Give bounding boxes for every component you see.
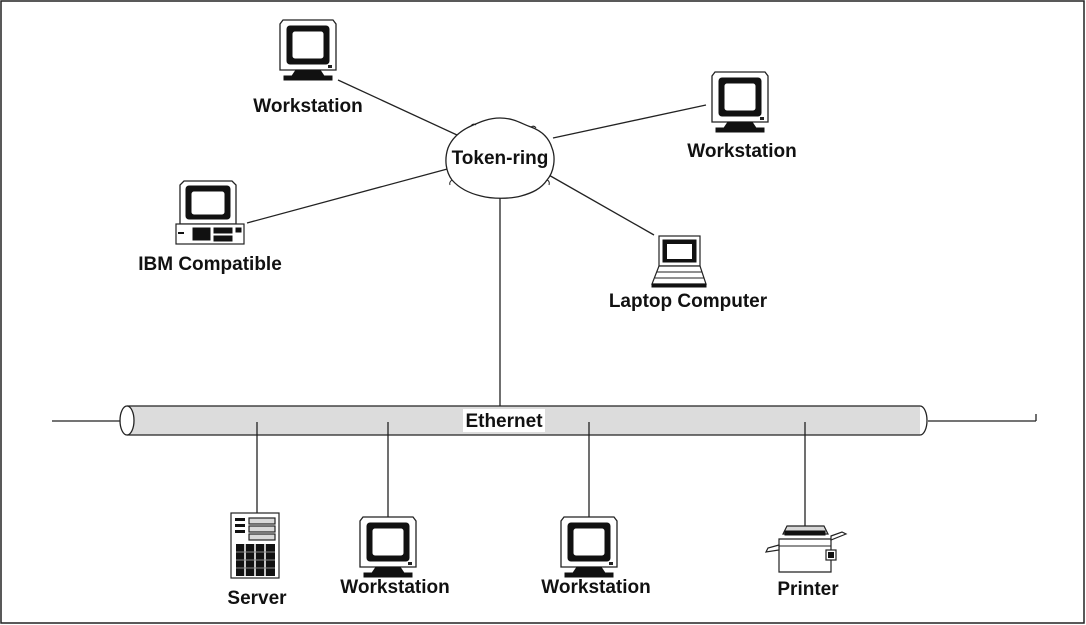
bus-node-server: Server — [227, 512, 287, 609]
node-label: Printer — [777, 579, 839, 600]
desktop-pc-icon — [175, 180, 245, 245]
ring-node-ibm-compatible: IBM Compatible — [138, 180, 282, 275]
node-label: Workstation — [541, 577, 650, 598]
link-ring-laptop — [539, 169, 655, 236]
monitor-icon — [279, 19, 337, 81]
bus-node-workstation-2: Workstation — [541, 516, 651, 598]
link-ring-ibm-compatible — [246, 167, 452, 224]
ring-node-workstation-top-left: Workstation — [253, 19, 363, 117]
node-label: Workstation — [253, 96, 362, 117]
monitor-icon — [359, 516, 417, 578]
monitor-icon — [560, 516, 618, 578]
bus-node-workstation-1: Workstation — [340, 516, 450, 598]
laptop-icon — [651, 235, 707, 288]
node-label: IBM Compatible — [138, 254, 282, 275]
bus-node-printer: Printer — [764, 525, 848, 600]
node-label: Workstation — [687, 141, 796, 162]
ring-node-laptop: Laptop Computer — [609, 235, 768, 312]
link-ring-workstation-top-right — [552, 104, 707, 139]
token-ring-hub: Token-ring — [445, 117, 555, 199]
node-label: Server — [227, 588, 287, 609]
monitor-icon — [711, 71, 769, 133]
printer-icon — [764, 525, 848, 573]
link-ring-workstation-top-left — [337, 79, 458, 136]
ethernet-bus: Ethernet — [52, 405, 1037, 436]
hub-label: Token-ring — [452, 148, 549, 169]
node-label: Laptop Computer — [609, 291, 768, 312]
server-icon — [230, 512, 280, 579]
ring-node-workstation-top-right: Workstation — [687, 71, 797, 162]
bus-drops — [256, 422, 806, 530]
bus-label: Ethernet — [465, 411, 543, 432]
ring-connections — [246, 79, 707, 406]
node-label: Workstation — [340, 577, 449, 598]
